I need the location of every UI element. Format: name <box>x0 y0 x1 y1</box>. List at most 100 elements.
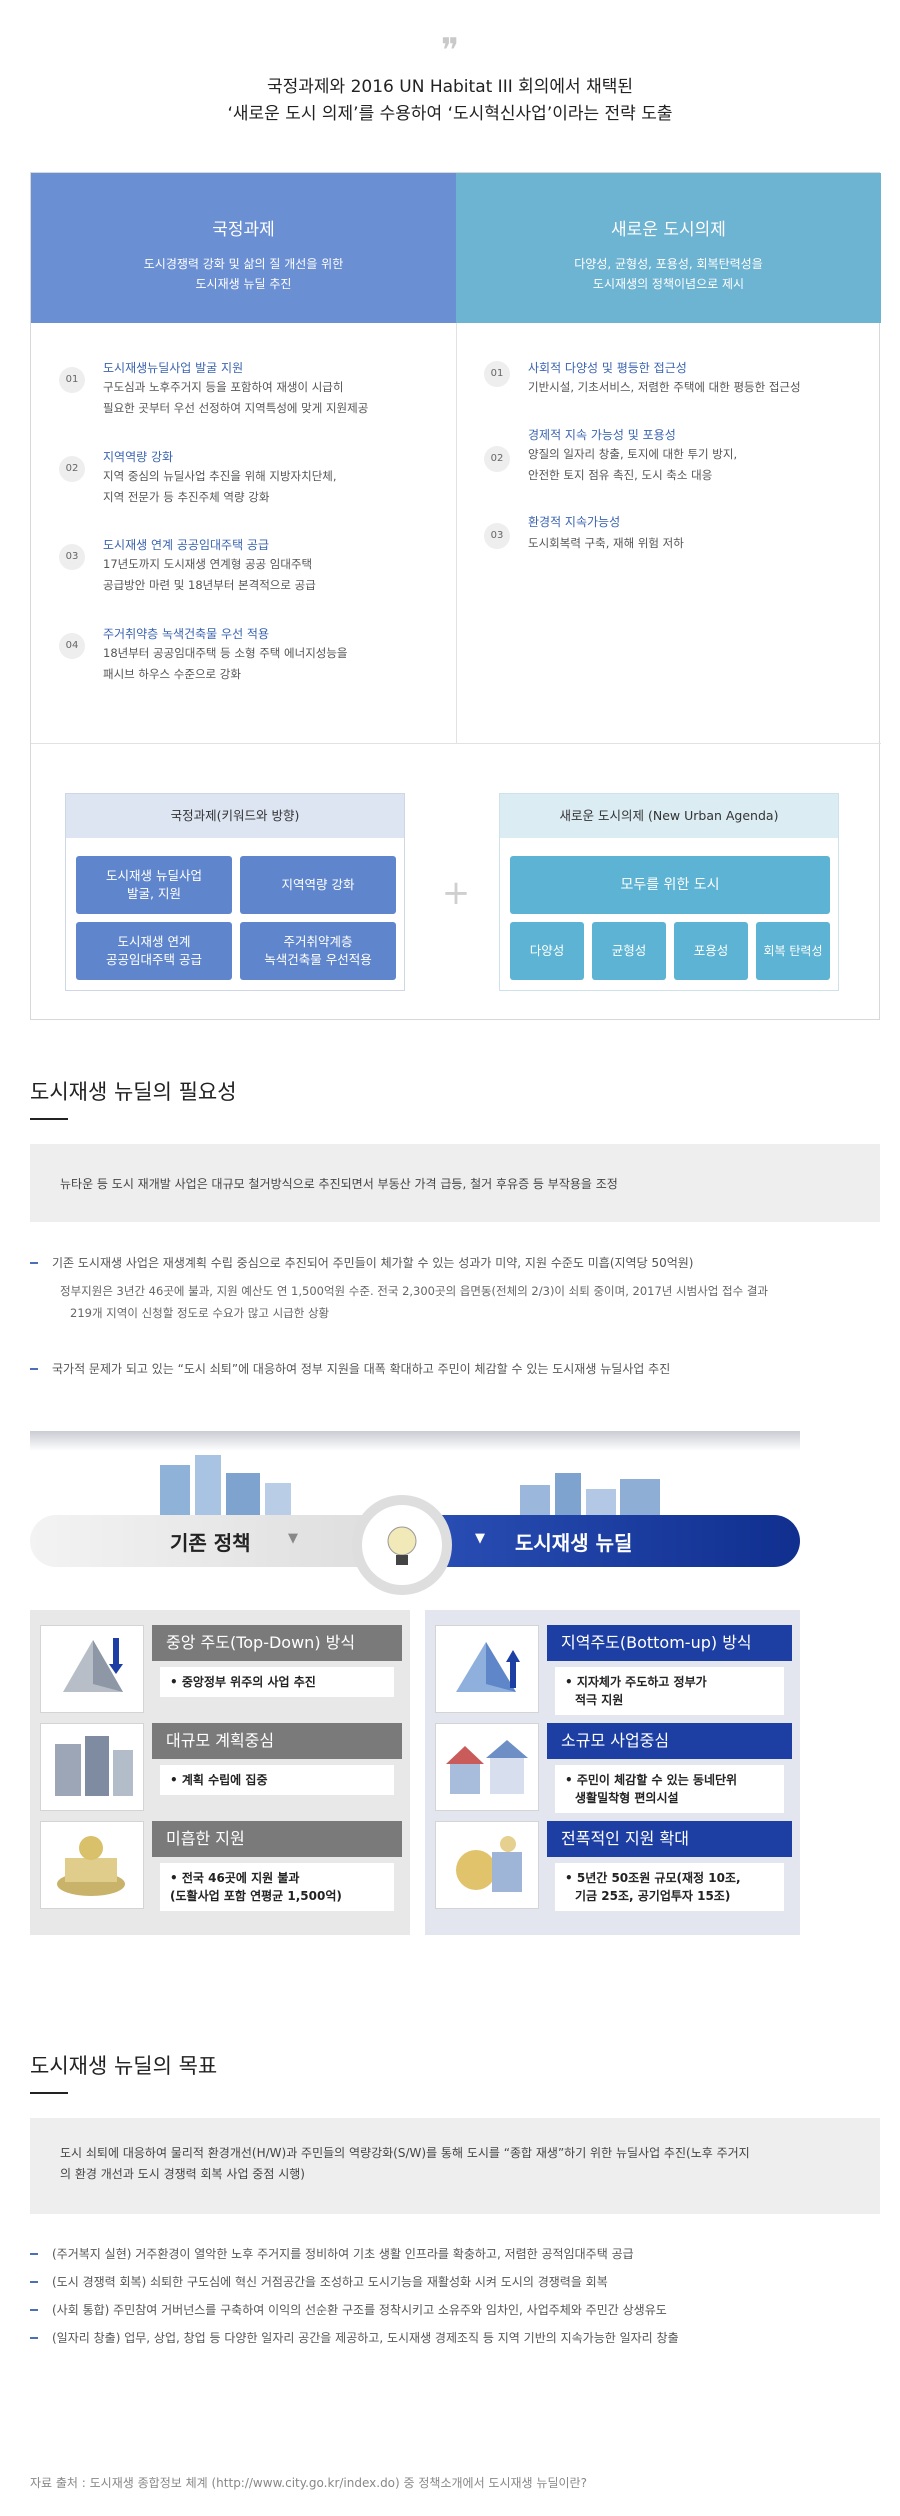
note-line: 기금 25조, 공기업투자 15조) <box>575 1889 731 1903</box>
old-row-note: • 계획 수립에 집중 <box>160 1765 394 1795</box>
necessity-summary-text: 뉴타운 등 도시 재개발 사업은 대규모 철거방식으로 추진되면서 부동산 가격… <box>60 1177 618 1191</box>
item-number: 01 <box>484 361 510 387</box>
item-desc-1: 도시회복력 구축, 재해 위험 저하 <box>528 536 684 550</box>
sub-bullet-line-2: 219개 지역이 신청할 정도로 수요가 많고 시급한 상황 <box>70 1306 330 1320</box>
item-title: 도시재생뉴딜사업 발굴 지원 <box>103 361 244 375</box>
dash-icon <box>30 1368 38 1370</box>
money-icon <box>40 1821 144 1909</box>
goals-summary: 도시 쇠퇴에 대응하여 물리적 환경개선(H/W)과 주민들의 역량강화(S/W… <box>30 2118 880 2214</box>
goals-bullet: (주거복지 실현) 거주환경이 열악한 노후 주거지를 정비하여 기초 생활 인… <box>30 2243 880 2265</box>
column-divider <box>456 323 457 743</box>
note-line: • 5년간 50조원 규모(재정 10조, <box>565 1871 741 1885</box>
item-desc-1: 지역 중심의 뉴딜사업 추진을 위해 지방자치단체, <box>103 469 337 483</box>
item-title: 경제적 지속 가능성 및 포용성 <box>528 428 676 442</box>
goals-summary-line-2: 의 환경 개선과 도시 경쟁력 회복 사업 중점 시행) <box>60 2167 305 2181</box>
new-row-label: 소규모 사업중심 <box>547 1723 792 1759</box>
quote-icon: ❞ <box>440 31 460 71</box>
item-title: 주거취약층 녹색건축물 우선 적용 <box>103 627 270 641</box>
keyword-main: 모두를 위한 도시 <box>510 856 830 914</box>
necessity-bullet-1: 기존 도시재생 사업은 재생계획 수립 중심으로 추진되어 주민들이 체가할 수… <box>30 1252 880 1274</box>
item-title: 환경적 지속가능성 <box>528 515 621 529</box>
policy-infographic: 기존 정책 ▼ ▼ 도시재생 뉴딜 중앙 주도(Top-Down) 방식 • 중… <box>30 1425 800 1935</box>
dash-icon <box>30 2253 38 2255</box>
comparison-panel: 국정과제 도시경쟁력 강화 및 삶의 질 개선을 위한 도시재생 뉴딜 추진 새… <box>30 172 881 1020</box>
buildings-illustration <box>520 1473 660 1515</box>
item-number: 03 <box>59 544 85 570</box>
bullet-text: (도시 경쟁력 회복) 쇠퇴한 구도심에 혁신 거점공간을 조성하고 도시기능을… <box>52 2275 608 2289</box>
goals-bullet: (도시 경쟁력 회복) 쇠퇴한 구도심에 혁신 거점공간을 조성하고 도시기능을… <box>30 2271 880 2293</box>
chevron-down-icon: ▼ <box>288 1531 298 1546</box>
goals-bullet: (일자리 창출) 업무, 상업, 창업 등 다양한 일자리 공간을 제공하고, … <box>30 2327 880 2349</box>
sub-bullet-line-1: 정부지원은 3년간 46곳에 불과, 지원 예산도 연 1,500억원 수준. … <box>60 1284 768 1298</box>
new-row-note: • 5년간 50조원 규모(재정 10조, 기금 25조, 공기업투자 15조) <box>555 1863 784 1911</box>
item-title: 도시재생 연계 공공임대주택 공급 <box>103 538 270 552</box>
keywords-right-title: 새로운 도시의제 (New Urban Agenda) <box>500 794 838 838</box>
buildings-illustration <box>160 1455 291 1515</box>
left-column-header: 국정과제 도시경쟁력 강화 및 삶의 질 개선을 위한 도시재생 뉴딜 추진 <box>31 173 456 323</box>
keywords-left-title: 국정과제(키워드와 방향) <box>66 794 404 838</box>
note-line: 적극 지원 <box>575 1693 624 1707</box>
old-row-label: 미흡한 지원 <box>152 1821 402 1857</box>
old-row-label: 대규모 계획중심 <box>152 1723 402 1759</box>
bullet-text: (일자리 창출) 업무, 상업, 창업 등 다양한 일자리 공간을 제공하고, … <box>52 2331 679 2345</box>
keyword-line: 녹색건축물 우선적용 <box>264 952 372 967</box>
right-column-header: 새로운 도시의제 다양성, 균형성, 포용성, 회복탄력성을 도시재생의 정책이… <box>456 173 881 323</box>
keyword-tag-diversity: 다양성 <box>510 922 584 980</box>
goals-title: 도시재생 뉴딜의 목표 <box>30 2054 218 2078</box>
bullet-text: 국가적 문제가 되고 있는 “도시 쇠퇴”에 대응하여 정부 지원을 대폭 확대… <box>52 1362 671 1376</box>
keyword-tag-inclusion: 포용성 <box>674 922 748 980</box>
new-policy-title: 도시재생 뉴딜 <box>515 1531 633 1555</box>
note-line: • 주민이 체감할 수 있는 동네단위 <box>565 1773 738 1787</box>
item-desc-1: 18년부터 공공임대주택 등 소형 주택 에너지성능을 <box>103 646 348 660</box>
item-desc-1: 17년도까지 도시재생 연계형 공공 임대주택 <box>103 557 313 571</box>
dash-icon <box>30 2337 38 2339</box>
necessity-rule <box>30 1118 68 1120</box>
keyword-line: 도시재생 뉴딜사업 <box>106 868 202 883</box>
item-desc-2: 공급방안 마련 및 18년부터 본격적으로 공급 <box>103 578 316 592</box>
item-title: 지역역량 강화 <box>103 450 174 464</box>
buildings-icon <box>40 1723 144 1811</box>
item-desc-2: 필요한 곳부터 우선 선정하여 지역특성에 맞게 지원제공 <box>103 401 369 415</box>
left-column-title: 국정과제 <box>212 220 275 240</box>
bullet-text: (사회 통합) 주민참여 거버넌스를 구축하여 이익의 선순환 구조를 정착시키… <box>52 2303 667 2317</box>
intro-line-2: ‘새로운 도시 의제’를 수용하여 ‘도시혁신사업’이라는 전략 도출 <box>227 104 673 124</box>
keyword-line: 도시재생 연계 <box>117 934 191 949</box>
ig-top-shade <box>30 1431 800 1451</box>
item-desc-2: 안전한 토지 점유 촉진, 도시 축소 대응 <box>528 468 713 482</box>
old-policy-title: 기존 정책 <box>170 1531 251 1555</box>
dash-icon <box>30 2309 38 2311</box>
right-column-subtitle-2: 도시재생의 정책이념으로 제시 <box>592 277 745 291</box>
keyword-line: 공공임대주택 공급 <box>106 952 202 967</box>
item-number: 02 <box>59 456 85 482</box>
keyword-line: 주거취약계층 <box>283 934 353 949</box>
old-policy-pill: 기존 정책 ▼ <box>30 1515 410 1567</box>
goals-rule <box>30 2092 68 2094</box>
keyword-tag-balance: 균형성 <box>592 922 666 980</box>
right-column-title: 새로운 도시의제 <box>611 220 726 240</box>
necessity-summary: 뉴타운 등 도시 재개발 사업은 대규모 철거방식으로 추진되면서 부동산 가격… <box>30 1144 880 1222</box>
intro-line-1: 국정과제와 2016 UN Habitat III 회의에서 채택된 <box>266 77 634 97</box>
necessity-bullet-2: 국가적 문제가 되고 있는 “도시 쇠퇴”에 대응하여 정부 지원을 대폭 확대… <box>30 1358 880 1380</box>
item-desc-1: 구도심과 노후주거지 등을 포함하여 재생이 시급히 <box>103 380 344 394</box>
left-column-subtitle-1: 도시경쟁력 강화 및 삶의 질 개선을 위한 <box>143 257 344 271</box>
plus-icon: + <box>441 873 471 913</box>
old-row-note: • 중앙정부 위주의 사업 추진 <box>160 1667 394 1697</box>
source-footer: 자료 출처 : 도시재생 종합정보 체계 (http://www.city.go… <box>30 2476 587 2490</box>
new-row-label: 전폭적인 지원 확대 <box>547 1821 792 1857</box>
new-row-note: • 지자체가 주도하고 정부가 적극 지원 <box>555 1667 784 1715</box>
item-desc-1: 기반시설, 기초서비스, 저렴한 주택에 대한 평등한 접근성 <box>528 380 801 394</box>
note-line: • 전국 46곳에 지원 불과 <box>170 1871 300 1885</box>
necessity-title: 도시재생 뉴딜의 필요성 <box>30 1080 237 1104</box>
bullet-text: 기존 도시재생 사업은 재생계획 수립 중심으로 추진되어 주민들이 체가할 수… <box>52 1256 694 1270</box>
note-line: • 지자체가 주도하고 정부가 <box>565 1675 707 1689</box>
goals-bullet: (사회 통합) 주민참여 거버넌스를 구축하여 이익의 선순환 구조를 정착시키… <box>30 2299 880 2321</box>
item-desc-2: 지역 전문가 등 추진주체 역량 강화 <box>103 490 270 504</box>
bullet-text: (주거복지 실현) 거주환경이 열악한 노후 주거지를 정비하여 기초 생활 인… <box>52 2247 634 2261</box>
item-number: 04 <box>59 633 85 659</box>
houses-icon <box>435 1723 539 1811</box>
pyramid-icon <box>435 1625 539 1713</box>
goals-summary-line-1: 도시 쇠퇴에 대응하여 물리적 환경개선(H/W)과 주민들의 역량강화(S/W… <box>60 2146 750 2160</box>
item-number: 03 <box>484 523 510 549</box>
